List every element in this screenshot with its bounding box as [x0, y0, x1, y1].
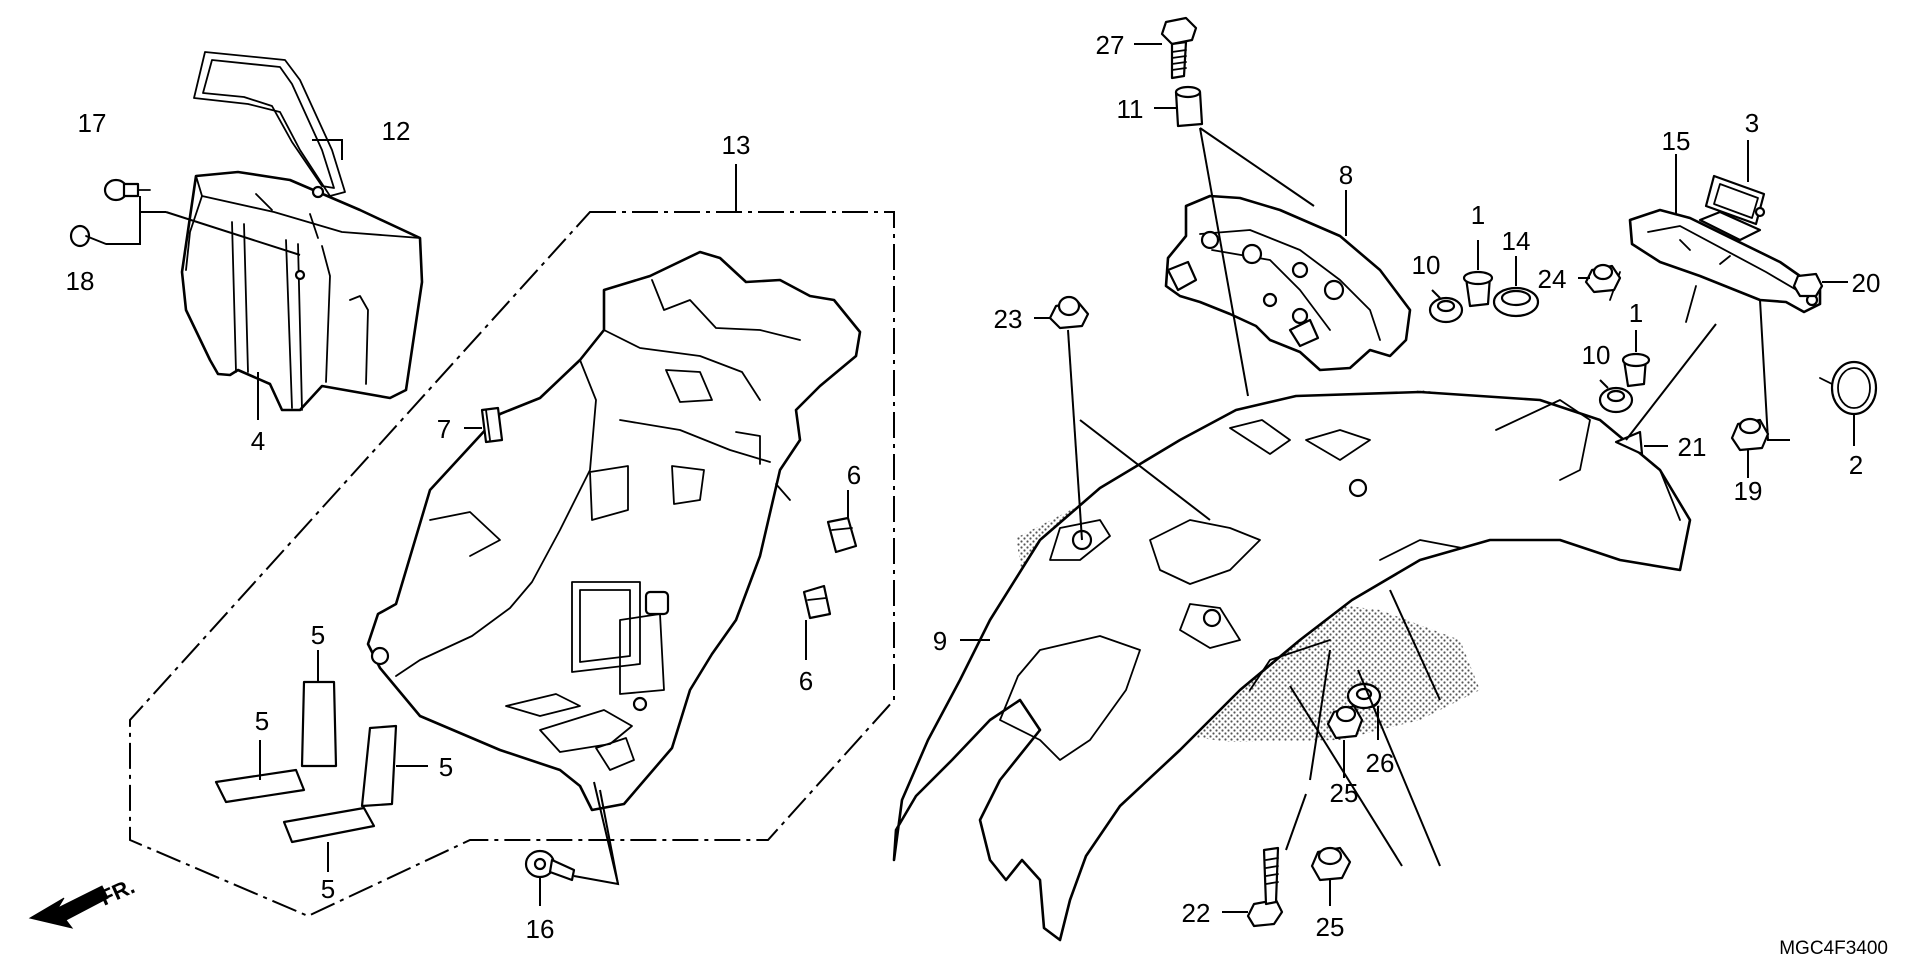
part-5-pad-b	[360, 724, 398, 808]
part-24-nut	[1584, 263, 1622, 294]
leader-fender-lower-c	[1389, 589, 1441, 701]
callout-5b: 5	[255, 706, 269, 736]
callout-7: 7	[437, 414, 451, 444]
callout-21: 21	[1678, 432, 1707, 462]
part-6-clip-lower	[802, 584, 832, 620]
part-5-pad-c	[214, 768, 306, 804]
callout-19: 19	[1734, 476, 1763, 506]
part-18-screw	[69, 224, 107, 248]
front-label: FR.	[96, 873, 139, 910]
leader-11-to-9	[1199, 127, 1249, 397]
leader-fender-lower-b	[1357, 669, 1441, 867]
leader-12	[312, 139, 343, 160]
part-13-inner-fender	[366, 250, 862, 812]
part-5-pad-d	[282, 806, 376, 844]
part-1-collar-a	[1462, 270, 1494, 308]
part-10-grommet-a	[1428, 296, 1464, 324]
callout-3: 3	[1745, 108, 1759, 138]
part-6-clip-upper	[826, 516, 858, 554]
part-4-tray	[180, 170, 424, 412]
callout-12: 12	[382, 116, 411, 146]
part-10-grommet-b	[1598, 386, 1634, 414]
part-9-rear-fender	[892, 390, 1692, 942]
part-16-bolt	[524, 849, 576, 882]
callout-8: 8	[1339, 160, 1353, 190]
callout-1b: 1	[1629, 298, 1643, 328]
part-19-nut	[1730, 417, 1770, 452]
leader-15-b	[1759, 299, 1790, 441]
leader-18	[106, 212, 141, 245]
callout-24: 24	[1538, 264, 1567, 294]
leader-21-b	[1625, 323, 1717, 441]
callout-10a: 10	[1412, 250, 1441, 280]
callout-13: 13	[722, 130, 751, 160]
callout-23: 23	[994, 304, 1023, 334]
callout-5c: 5	[439, 752, 453, 782]
assembly-13-box	[129, 211, 895, 918]
callout-5a: 5	[311, 620, 325, 650]
part-20-nut	[1792, 272, 1824, 298]
part-7-clip	[480, 406, 504, 444]
part-25-nut-upper	[1326, 704, 1364, 740]
leader-fender-lower-d	[1309, 649, 1331, 781]
callout-5d: 5	[321, 874, 335, 904]
front-arrow-icon	[28, 885, 109, 929]
callout-26: 26	[1366, 748, 1395, 778]
part-5-pad-a	[300, 680, 338, 768]
callout-17: 17	[78, 108, 107, 138]
callout-1a: 1	[1471, 200, 1485, 230]
callout-25b: 25	[1316, 912, 1345, 942]
callout-2: 2	[1849, 450, 1863, 480]
callout-6b: 6	[799, 666, 813, 696]
leader-11-to-8	[1199, 127, 1315, 207]
part-2-round-reflector	[1819, 360, 1878, 416]
part-17-bolt	[103, 178, 151, 202]
callout-14: 14	[1502, 226, 1531, 256]
part-26-washer	[1346, 682, 1382, 710]
callout-4: 4	[251, 426, 265, 456]
diagram-reference-code: MGC4F3400	[1779, 938, 1888, 959]
callout-27: 27	[1096, 30, 1125, 60]
leader-fender-lower-a	[1289, 685, 1403, 867]
part-22-bolt	[1246, 846, 1284, 928]
leader-16-to-13b	[599, 789, 619, 885]
callout-22: 22	[1182, 898, 1211, 928]
callout-18: 18	[66, 266, 95, 296]
callout-20: 20	[1852, 268, 1881, 298]
callout-9: 9	[933, 626, 947, 656]
callout-15: 15	[1662, 126, 1691, 156]
leader-10-a	[1431, 289, 1441, 299]
leader-23-a	[1067, 329, 1083, 541]
part-3-reflector	[1704, 174, 1766, 226]
part-15-license-bracket	[1609, 208, 1822, 323]
part-27-bolt	[1160, 16, 1198, 80]
callout-11: 11	[1117, 94, 1144, 124]
part-14-rubber	[1492, 286, 1540, 318]
part-8-bracket	[1164, 194, 1412, 372]
part-1-collar-b	[1621, 352, 1651, 388]
part-11-collar	[1174, 85, 1204, 128]
callout-10b: 10	[1582, 340, 1611, 370]
callout-25a: 25	[1330, 778, 1359, 808]
leader-23-b	[1079, 419, 1211, 521]
leader-22-b	[1285, 793, 1307, 851]
part-23-nut	[1048, 295, 1090, 330]
leader-17	[139, 196, 166, 213]
callout-16: 16	[526, 914, 555, 944]
leader-17-18-tray	[165, 211, 301, 256]
part-25-nut-lower	[1310, 846, 1352, 882]
callout-6a: 6	[847, 460, 861, 490]
leader-10-b	[1599, 379, 1609, 389]
